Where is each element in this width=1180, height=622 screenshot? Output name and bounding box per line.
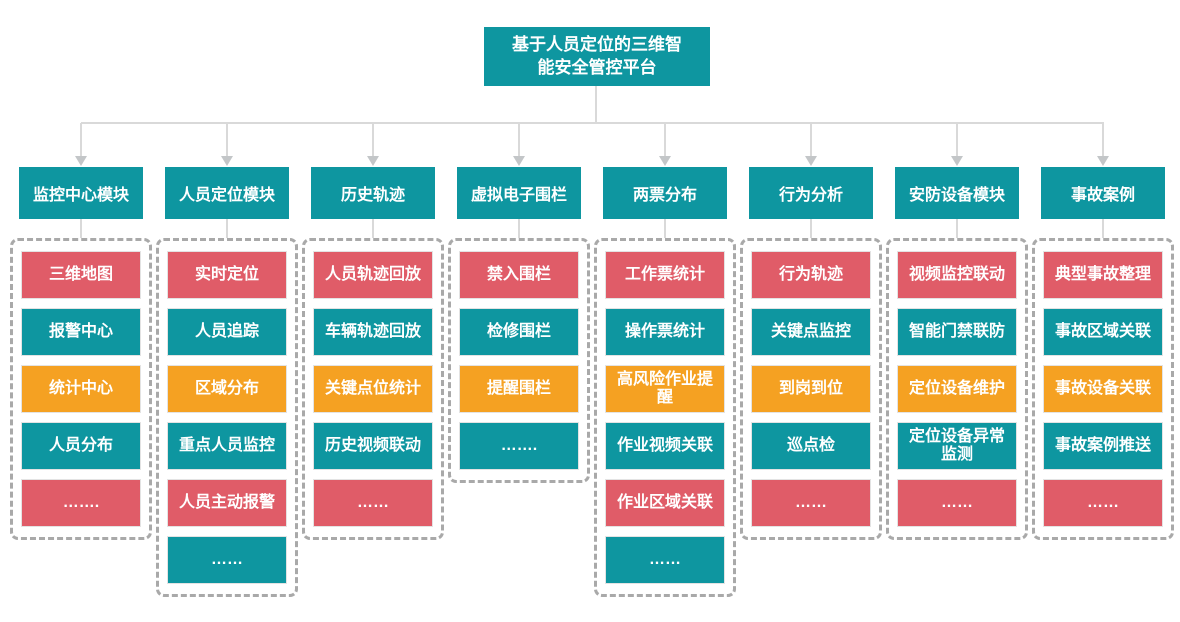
module-item: 禁入围栏 bbox=[459, 251, 579, 299]
module-item: ……. bbox=[459, 422, 579, 470]
module-item: 事故区域关联 bbox=[1043, 308, 1163, 356]
column-3: 历史轨迹 人员轨迹回放 车辆轨迹回放 关键点位统计 历史视频联动 …… bbox=[302, 167, 444, 540]
module-item: …… bbox=[751, 479, 871, 527]
module-item: 定位设备异常 监测 bbox=[897, 422, 1017, 470]
module-item: 历史视频联动 bbox=[313, 422, 433, 470]
column-4: 虚拟电子围栏 禁入围栏 检修围栏 提醒围栏 ……. bbox=[448, 167, 590, 483]
drop-connector-line bbox=[226, 123, 228, 157]
module-item-group: 行为轨迹 关键点监控 到岗到位 巡点检 …… bbox=[740, 238, 882, 540]
column-5: 两票分布 工作票统计 操作票统计 高风险作业提 醒 作业视频关联 作业区域关联 … bbox=[594, 167, 736, 597]
module-item: …… bbox=[167, 536, 287, 584]
module-item-group: 禁入围栏 检修围栏 提醒围栏 ……. bbox=[448, 238, 590, 483]
header-stem-line bbox=[226, 219, 228, 238]
column-2: 人员定位模块 实时定位 人员追踪 区域分布 重点人员监控 人员主动报警 …… bbox=[156, 167, 298, 597]
header-stem-line bbox=[518, 219, 520, 238]
module-item: 事故案例推送 bbox=[1043, 422, 1163, 470]
module-item: 视频监控联动 bbox=[897, 251, 1017, 299]
module-header: 虚拟电子围栏 bbox=[457, 167, 581, 219]
column-1: 监控中心模块 三维地图 报警中心 统计中心 人员分布 ……. bbox=[10, 167, 152, 540]
module-item: …… bbox=[897, 479, 1017, 527]
module-item: 人员轨迹回放 bbox=[313, 251, 433, 299]
arrow-down-icon bbox=[805, 156, 817, 166]
module-item: 作业视频关联 bbox=[605, 422, 725, 470]
module-item-group: 视频监控联动 智能门禁联防 定位设备维护 定位设备异常 监测 …… bbox=[886, 238, 1028, 540]
module-item: 智能门禁联防 bbox=[897, 308, 1017, 356]
module-header: 行为分析 bbox=[749, 167, 873, 219]
arrow-down-icon bbox=[659, 156, 671, 166]
drop-connector-line bbox=[956, 123, 958, 157]
column-6: 行为分析 行为轨迹 关键点监控 到岗到位 巡点检 …… bbox=[740, 167, 882, 540]
drop-connector-line bbox=[664, 123, 666, 157]
bus-connector-line bbox=[81, 122, 1104, 124]
module-item: 提醒围栏 bbox=[459, 365, 579, 413]
header-stem-line bbox=[372, 219, 374, 238]
module-header: 事故案例 bbox=[1041, 167, 1165, 219]
module-item: 重点人员监控 bbox=[167, 422, 287, 470]
module-item: 人员主动报警 bbox=[167, 479, 287, 527]
header-stem-line bbox=[956, 219, 958, 238]
module-header: 监控中心模块 bbox=[19, 167, 143, 219]
module-item: …… bbox=[313, 479, 433, 527]
header-stem-line bbox=[1102, 219, 1104, 238]
module-item: 车辆轨迹回放 bbox=[313, 308, 433, 356]
module-item-group: 实时定位 人员追踪 区域分布 重点人员监控 人员主动报警 …… bbox=[156, 238, 298, 597]
module-item-group: 典型事故整理 事故区域关联 事故设备关联 事故案例推送 …… bbox=[1032, 238, 1174, 540]
module-item: 高风险作业提 醒 bbox=[605, 365, 725, 413]
module-item: 人员追踪 bbox=[167, 308, 287, 356]
trunk-connector-line bbox=[595, 86, 597, 123]
column-7: 安防设备模块 视频监控联动 智能门禁联防 定位设备维护 定位设备异常 监测 …… bbox=[886, 167, 1028, 540]
module-item-group: 工作票统计 操作票统计 高风险作业提 醒 作业视频关联 作业区域关联 …… bbox=[594, 238, 736, 597]
arrow-down-icon bbox=[951, 156, 963, 166]
module-item: 事故设备关联 bbox=[1043, 365, 1163, 413]
module-item-group: 三维地图 报警中心 统计中心 人员分布 ……. bbox=[10, 238, 152, 540]
module-item: 区域分布 bbox=[167, 365, 287, 413]
module-item: 报警中心 bbox=[21, 308, 141, 356]
module-item: 关键点位统计 bbox=[313, 365, 433, 413]
module-item: 行为轨迹 bbox=[751, 251, 871, 299]
module-item: 巡点检 bbox=[751, 422, 871, 470]
module-item: 到岗到位 bbox=[751, 365, 871, 413]
module-header: 安防设备模块 bbox=[895, 167, 1019, 219]
module-item: 操作票统计 bbox=[605, 308, 725, 356]
module-item: …… bbox=[605, 536, 725, 584]
root-node: 基于人员定位的三维智 能安全管控平台 bbox=[484, 27, 710, 86]
module-item: ……. bbox=[21, 479, 141, 527]
header-stem-line bbox=[810, 219, 812, 238]
module-header: 两票分布 bbox=[603, 167, 727, 219]
arrow-down-icon bbox=[221, 156, 233, 166]
module-item: 实时定位 bbox=[167, 251, 287, 299]
header-stem-line bbox=[80, 219, 82, 238]
module-item: 关键点监控 bbox=[751, 308, 871, 356]
module-item: 三维地图 bbox=[21, 251, 141, 299]
drop-connector-line bbox=[1102, 123, 1104, 157]
module-header: 人员定位模块 bbox=[165, 167, 289, 219]
module-item: 定位设备维护 bbox=[897, 365, 1017, 413]
module-item: 统计中心 bbox=[21, 365, 141, 413]
module-item: …… bbox=[1043, 479, 1163, 527]
drop-connector-line bbox=[80, 123, 82, 157]
module-item: 工作票统计 bbox=[605, 251, 725, 299]
module-item: 典型事故整理 bbox=[1043, 251, 1163, 299]
arrow-down-icon bbox=[513, 156, 525, 166]
drop-connector-line bbox=[518, 123, 520, 157]
module-item: 人员分布 bbox=[21, 422, 141, 470]
drop-connector-line bbox=[372, 123, 374, 157]
arrow-down-icon bbox=[75, 156, 87, 166]
column-8: 事故案例 典型事故整理 事故区域关联 事故设备关联 事故案例推送 …… bbox=[1032, 167, 1174, 540]
module-header: 历史轨迹 bbox=[311, 167, 435, 219]
module-item: 作业区域关联 bbox=[605, 479, 725, 527]
module-item-group: 人员轨迹回放 车辆轨迹回放 关键点位统计 历史视频联动 …… bbox=[302, 238, 444, 540]
arrow-down-icon bbox=[1097, 156, 1109, 166]
header-stem-line bbox=[664, 219, 666, 238]
module-item: 检修围栏 bbox=[459, 308, 579, 356]
arrow-down-icon bbox=[367, 156, 379, 166]
drop-connector-line bbox=[810, 123, 812, 157]
